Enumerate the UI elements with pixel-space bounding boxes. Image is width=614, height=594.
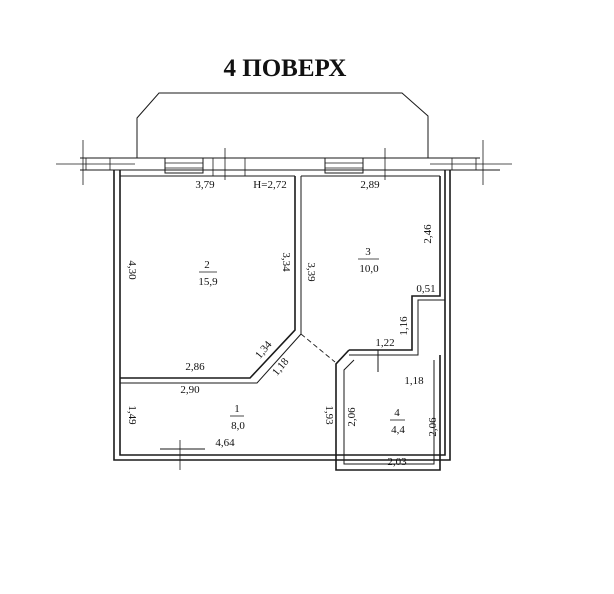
dim-r3-right-upper: 2,46 [422, 224, 434, 244]
room-4-number: 4 [394, 407, 400, 419]
room-2-walls [120, 176, 302, 384]
dim-r1-right: 1,93 [323, 405, 335, 425]
room-3-label: 3 10,0 [358, 246, 379, 275]
dim-r2-top: 3,79 [195, 179, 215, 191]
dim-r3-notch-h: 1,16 [398, 316, 410, 336]
entry-door [160, 440, 205, 470]
outer-walls [113, 169, 451, 461]
dim-r4-right: 2,06 [427, 417, 439, 437]
dim-r4-left: 2,06 [346, 407, 358, 427]
dim-r4-bottom: 2,03 [387, 456, 407, 468]
dim-r1-left: 1,49 [126, 405, 138, 425]
dim-r3-bottom: 1,22 [375, 337, 394, 349]
dim-r2-bottom: 2,86 [185, 361, 205, 373]
top-bay [136, 92, 429, 158]
plan-title: 4 ПОВЕРХ [224, 55, 347, 82]
dim-r1-top: 2,90 [180, 384, 200, 396]
room-2-number: 2 [204, 259, 210, 271]
room-1-area: 8,0 [231, 420, 245, 432]
room-3-walls [349, 176, 446, 356]
door-swing [300, 333, 336, 363]
room-4-area: 4,4 [391, 424, 405, 436]
dim-r2-diag: 1,34 [253, 338, 275, 361]
dim-r3-left: 3,39 [305, 262, 317, 282]
dim-r3-top: 2,89 [360, 179, 380, 191]
room-3-number: 3 [365, 246, 371, 258]
dim-r4-top: 1,18 [404, 375, 424, 387]
ceiling-height: H=2,72 [253, 179, 286, 191]
room-2-area: 15,9 [198, 276, 218, 288]
room-4-label: 4 4,4 [390, 407, 405, 436]
room-1-label: 1 8,0 [230, 403, 245, 432]
dim-r2-left: 4,30 [126, 260, 138, 280]
window-room-2 [164, 157, 204, 174]
dim-diag-lower: 1,18 [270, 355, 292, 378]
dim-r1-bottom: 4,64 [215, 437, 235, 449]
dim-r3-notch-w: 0,51 [416, 283, 435, 295]
window-room-3 [324, 157, 364, 174]
room-2-label: 2 15,9 [198, 259, 218, 288]
room-3-area: 10,0 [359, 263, 379, 275]
room-4-walls [335, 349, 441, 471]
dim-r2-right: 3,34 [280, 252, 292, 272]
room-1-number: 1 [234, 403, 240, 415]
